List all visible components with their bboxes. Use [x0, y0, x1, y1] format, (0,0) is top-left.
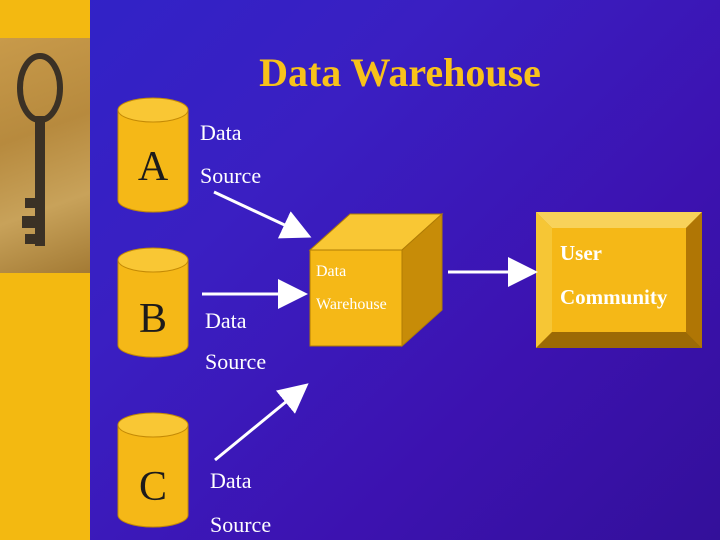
source-b-label-line2: Source	[205, 349, 267, 374]
source-a-label-line1: Data	[200, 120, 242, 145]
old-key-icon	[17, 53, 63, 246]
arrow-c-to-warehouse	[214, 383, 309, 462]
source-a-label-line2: Source	[200, 163, 262, 188]
user-label-line1: User	[560, 241, 602, 265]
user-community-box	[536, 212, 702, 348]
source-b-label-line1: Data	[205, 308, 247, 333]
source-a-letter: A	[137, 144, 169, 190]
warehouse-cube	[308, 212, 444, 348]
source-c-label-line2: Source	[210, 512, 272, 537]
page-title: Data Warehouse	[259, 50, 541, 95]
warehouse-label-line1: Data	[316, 263, 347, 280]
source-c-label-line1: Data	[210, 468, 252, 493]
source-b-letter: B	[138, 296, 167, 342]
arrow-a-to-warehouse	[213, 190, 312, 239]
warehouse-label-line2: Warehouse	[316, 296, 387, 313]
user-label-line2: Community	[560, 285, 668, 309]
cylinder-a	[117, 97, 189, 213]
cylinder-b	[117, 247, 189, 358]
source-c-letter: C	[138, 464, 167, 510]
key-photo-image	[0, 38, 90, 273]
cylinder-c	[117, 412, 189, 528]
